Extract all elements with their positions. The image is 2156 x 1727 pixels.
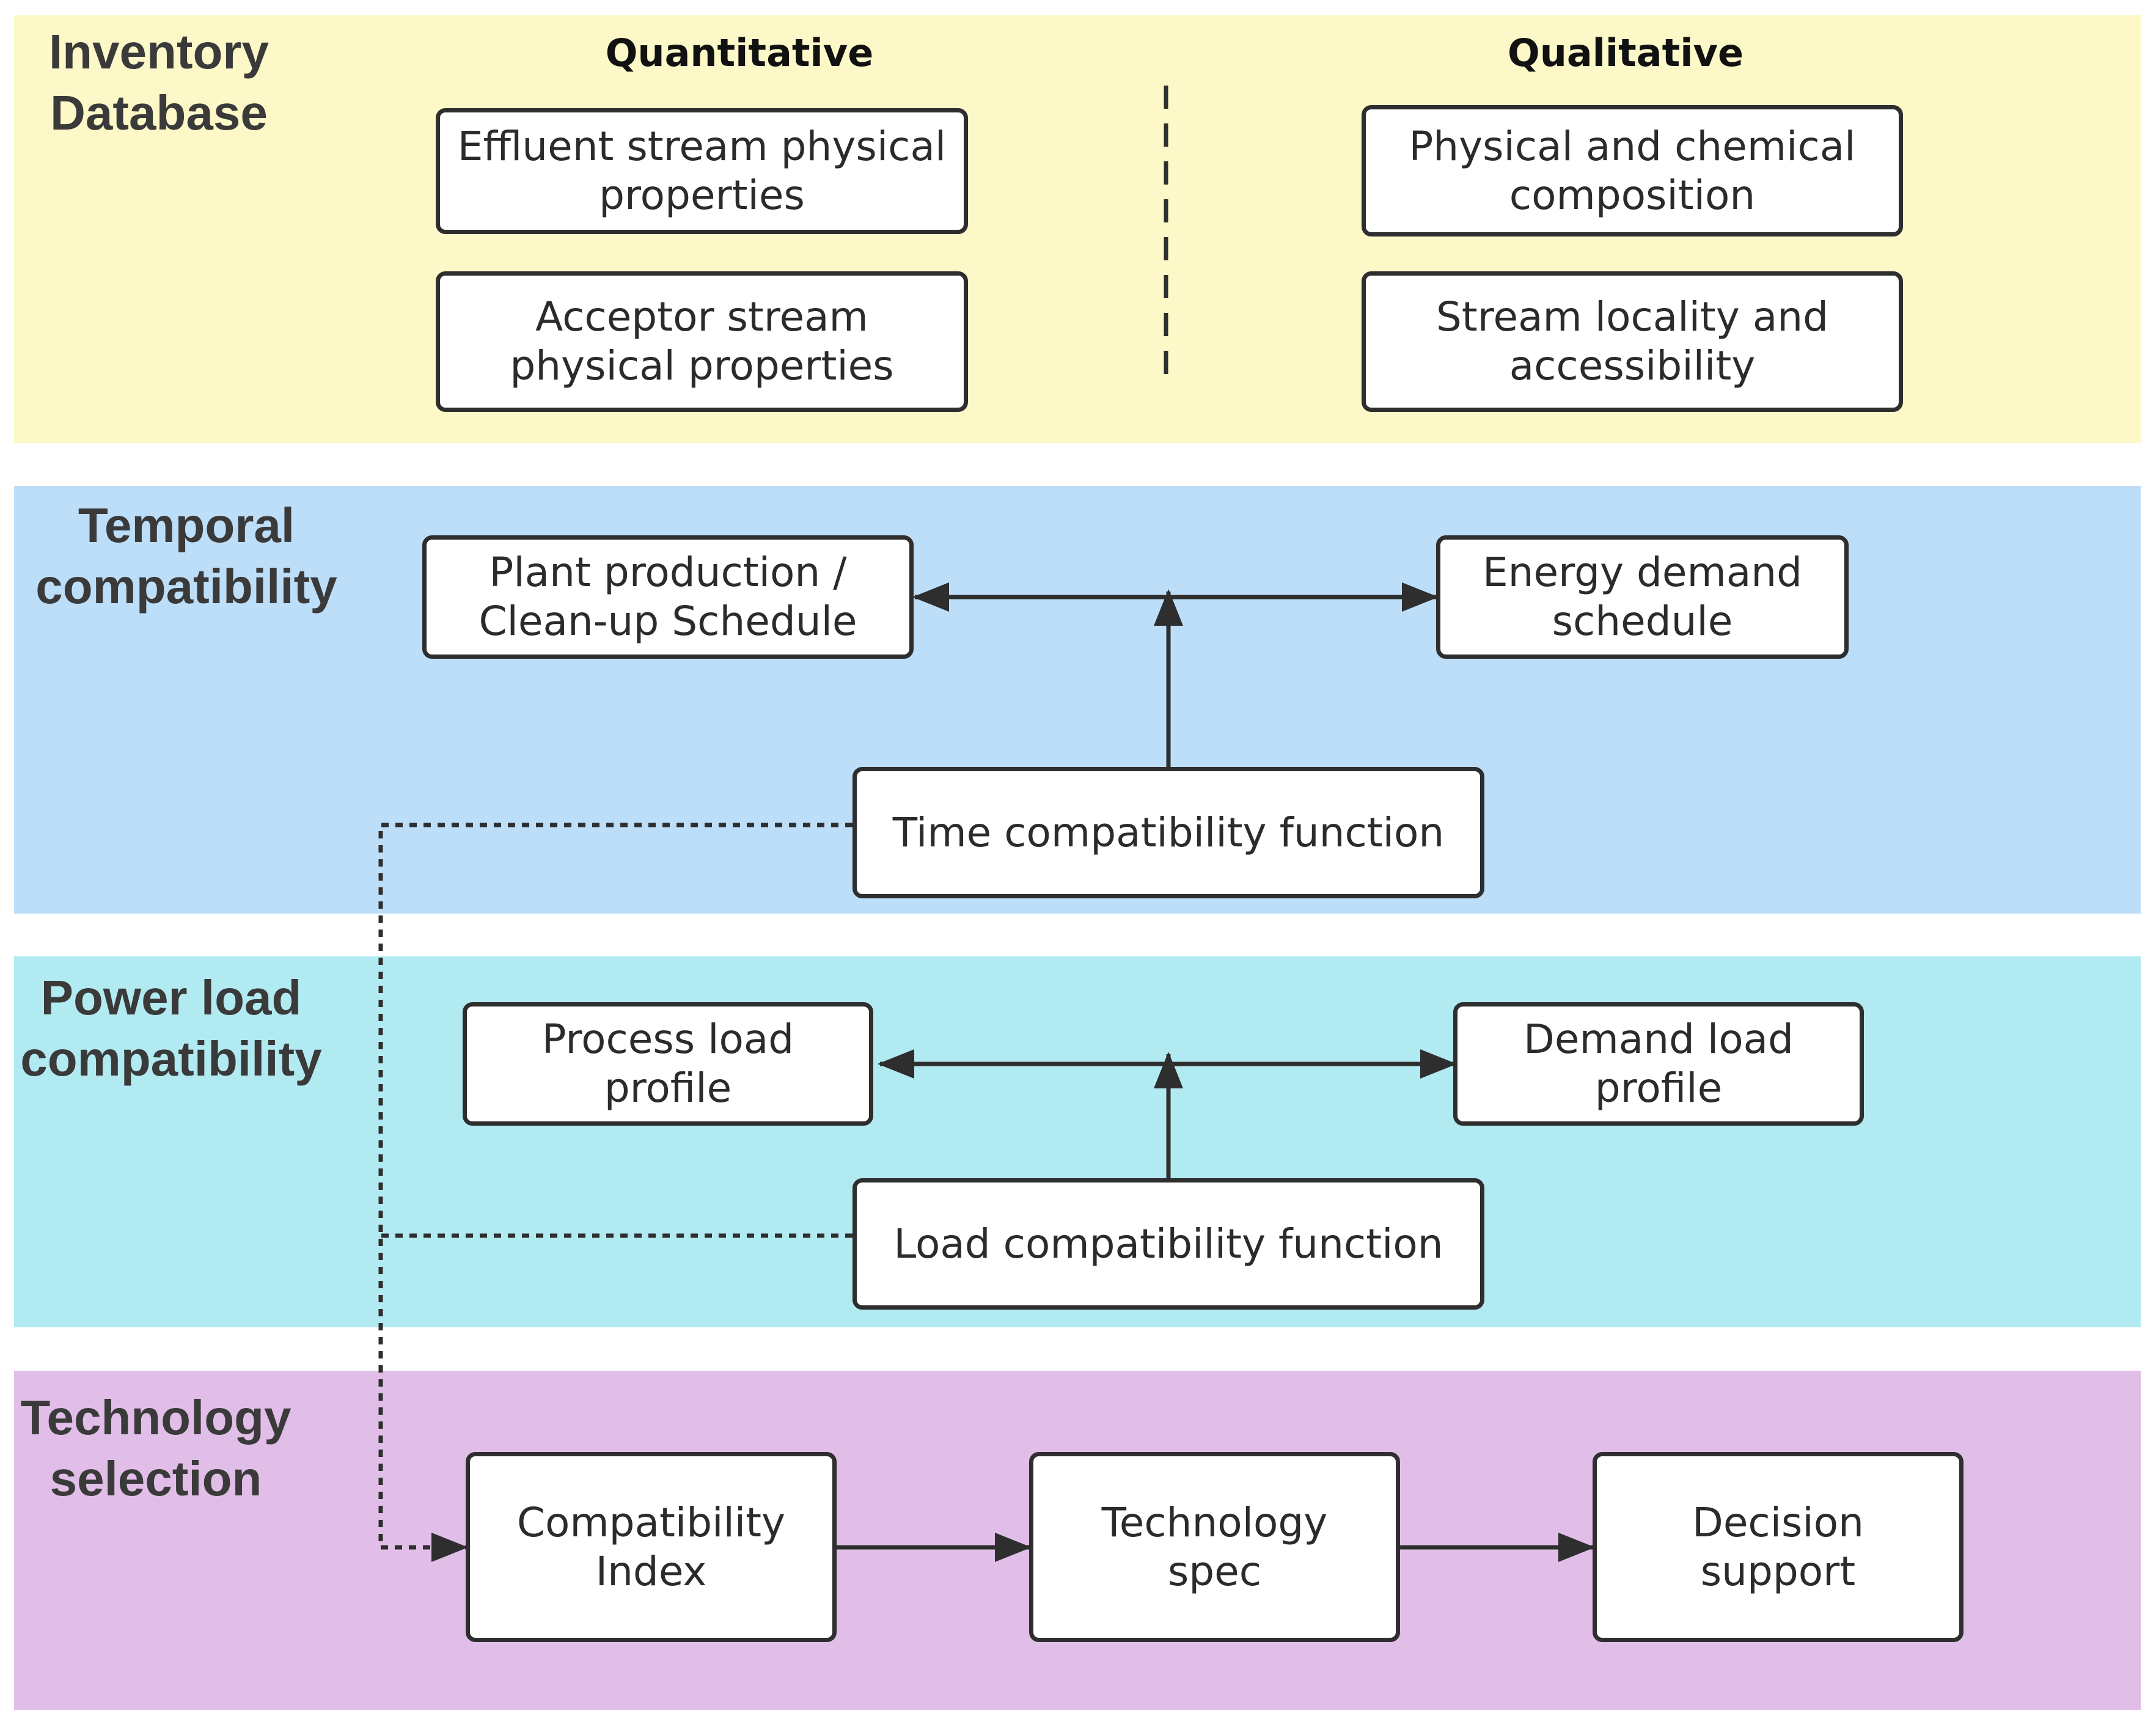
energy-demand-schedule-box: Energy demand schedule	[1436, 535, 1849, 659]
effluent-stream-properties-label: Effluent stream physical properties	[457, 123, 947, 219]
acceptor-stream-properties-box: Acceptor stream physical properties	[436, 271, 968, 412]
load-compatibility-function-box: Load compatibility function	[853, 1178, 1484, 1310]
compatibility-index-box: Compatibility Index	[466, 1452, 837, 1642]
decision-support-box: Decision support	[1593, 1452, 1964, 1642]
process-load-profile-box: Process load profile	[463, 1002, 873, 1126]
time-compatibility-function-box: Time compatibility function	[853, 767, 1484, 898]
process-load-profile-label: Process load profile	[541, 1016, 794, 1112]
physical-chemical-composition-label: Physical and chemical composition	[1409, 122, 1856, 219]
quantitative-column-title: Quantitative	[605, 31, 874, 75]
demand-load-profile-label: Demand load profile	[1524, 1016, 1794, 1112]
inventory-database-title: Inventory Database	[48, 24, 270, 140]
qualitative-column-title: Qualitative	[1507, 31, 1744, 75]
stream-locality-accessibility-box: Stream locality and accessibility	[1362, 271, 1903, 412]
technology-selection-title: Technology selection	[20, 1390, 292, 1506]
technology-spec-box: Technology spec	[1029, 1452, 1400, 1642]
effluent-stream-properties-box: Effluent stream physical properties	[436, 108, 968, 234]
technology-spec-label: Technology spec	[1101, 1498, 1328, 1595]
acceptor-stream-properties-label: Acceptor stream physical properties	[510, 293, 894, 389]
plant-production-schedule-box: Plant production / Clean-up Schedule	[422, 535, 914, 659]
plant-production-schedule-label: Plant production / Clean-up Schedule	[479, 549, 857, 645]
power-load-compatibility-title: Power load compatibility	[20, 970, 322, 1086]
decision-support-label: Decision support	[1692, 1498, 1864, 1595]
energy-demand-schedule-label: Energy demand schedule	[1482, 549, 1802, 645]
load-compatibility-function-label: Load compatibility function	[893, 1220, 1443, 1267]
compatibility-index-label: Compatibility Index	[516, 1498, 786, 1595]
time-compatibility-function-label: Time compatibility function	[892, 809, 1445, 856]
stream-locality-accessibility-label: Stream locality and accessibility	[1436, 293, 1828, 389]
physical-chemical-composition-box: Physical and chemical composition	[1362, 105, 1903, 237]
temporal-compatibility-title: Temporal compatibility	[35, 498, 337, 614]
demand-load-profile-box: Demand load profile	[1453, 1002, 1864, 1126]
